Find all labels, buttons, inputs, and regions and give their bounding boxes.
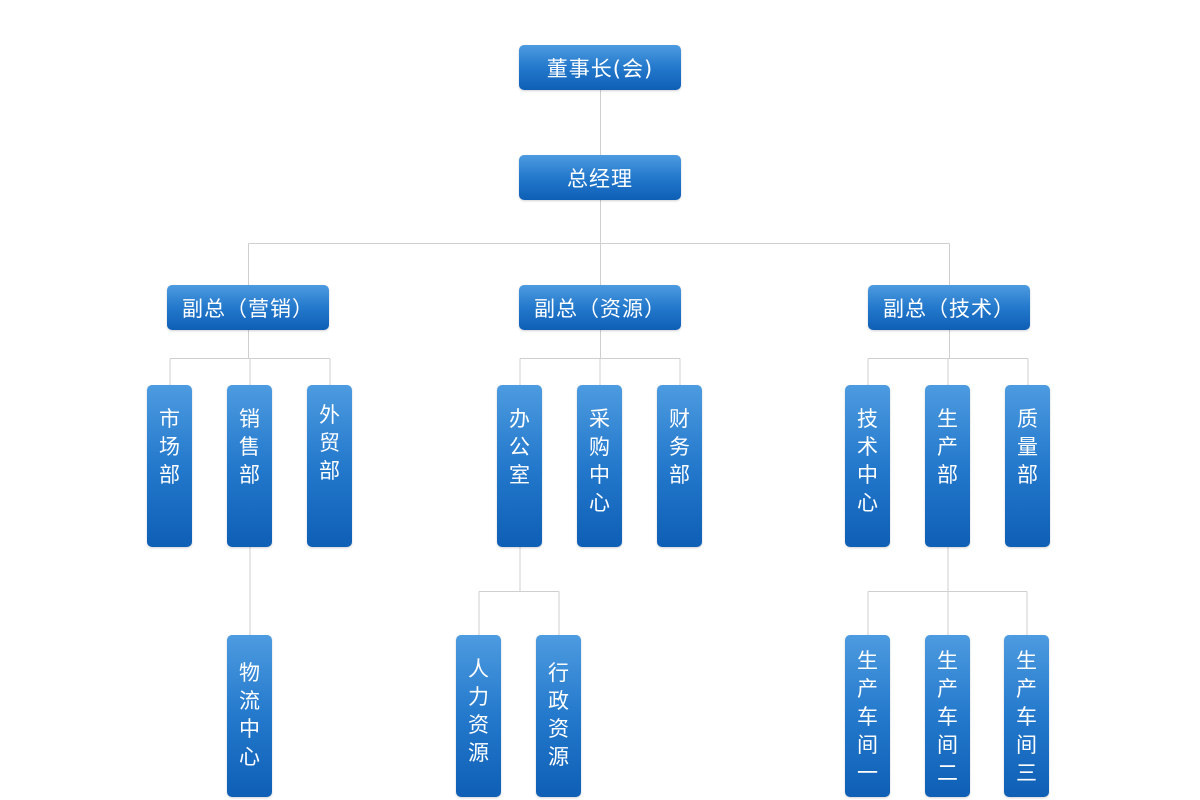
node-vp-marketing: 副总（营销） xyxy=(167,285,329,330)
node-sales-dept: 销售部 xyxy=(227,385,272,547)
node-vp-tech: 副总（技术） xyxy=(868,285,1030,330)
node-workshop-1: 生产车间一 xyxy=(845,635,890,797)
node-hr: 人力资源 xyxy=(456,635,501,797)
node-vp-resources: 副总（资源） xyxy=(519,285,681,330)
node-market-dept: 市场部 xyxy=(147,385,192,547)
node-admin-resources: 行政资源 xyxy=(536,635,581,797)
node-logistics-center: 物流中心 xyxy=(227,635,272,797)
node-workshop-3: 生产车间三 xyxy=(1004,635,1049,797)
node-tech-center: 技术中心 xyxy=(845,385,890,547)
node-production-dept: 生产部 xyxy=(925,385,970,547)
node-finance-dept: 财务部 xyxy=(657,385,702,547)
node-quality-dept: 质量部 xyxy=(1005,385,1050,547)
node-gm: 总经理 xyxy=(519,155,681,200)
node-purchase-center: 采购中心 xyxy=(577,385,622,547)
node-office: 办公室 xyxy=(497,385,542,547)
node-trade-dept: 外贸部 xyxy=(307,385,352,547)
node-workshop-2: 生产车间二 xyxy=(925,635,970,797)
node-chairman: 董事长(会) xyxy=(519,45,681,90)
